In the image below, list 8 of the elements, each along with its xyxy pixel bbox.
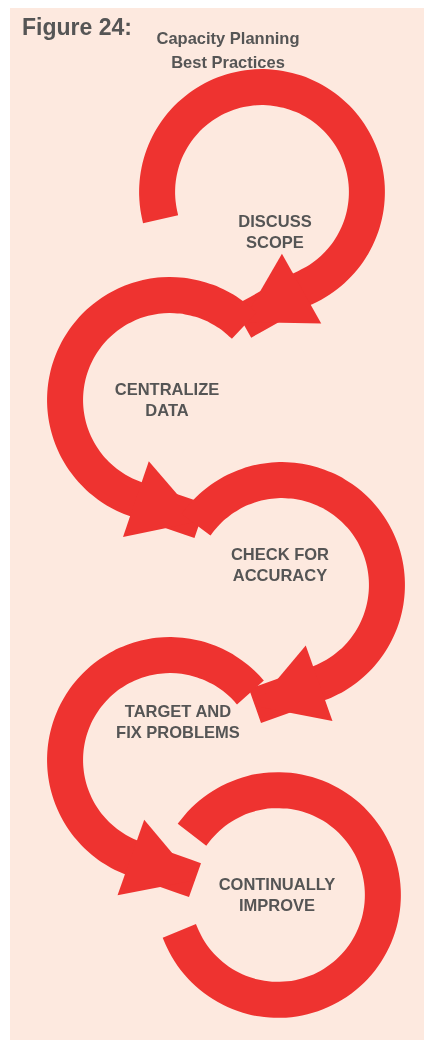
step-label: CENTRALIZE DATA: [92, 322, 250, 425]
step-label: CONTINUALLY IMPROVE: [195, 870, 360, 920]
figure-subtitle: Capacity Planning Best Practices: [155, 28, 301, 73]
step-label: TARGET AND FIX PROBLEMS: [112, 690, 255, 745]
figure-title: Figure 24:: [22, 14, 132, 41]
curved-arrow: [139, 69, 385, 338]
step-label: DISCUSS SCOPE: [158, 205, 345, 262]
step-label: CHECK FOR ACCURACY: [193, 521, 360, 590]
